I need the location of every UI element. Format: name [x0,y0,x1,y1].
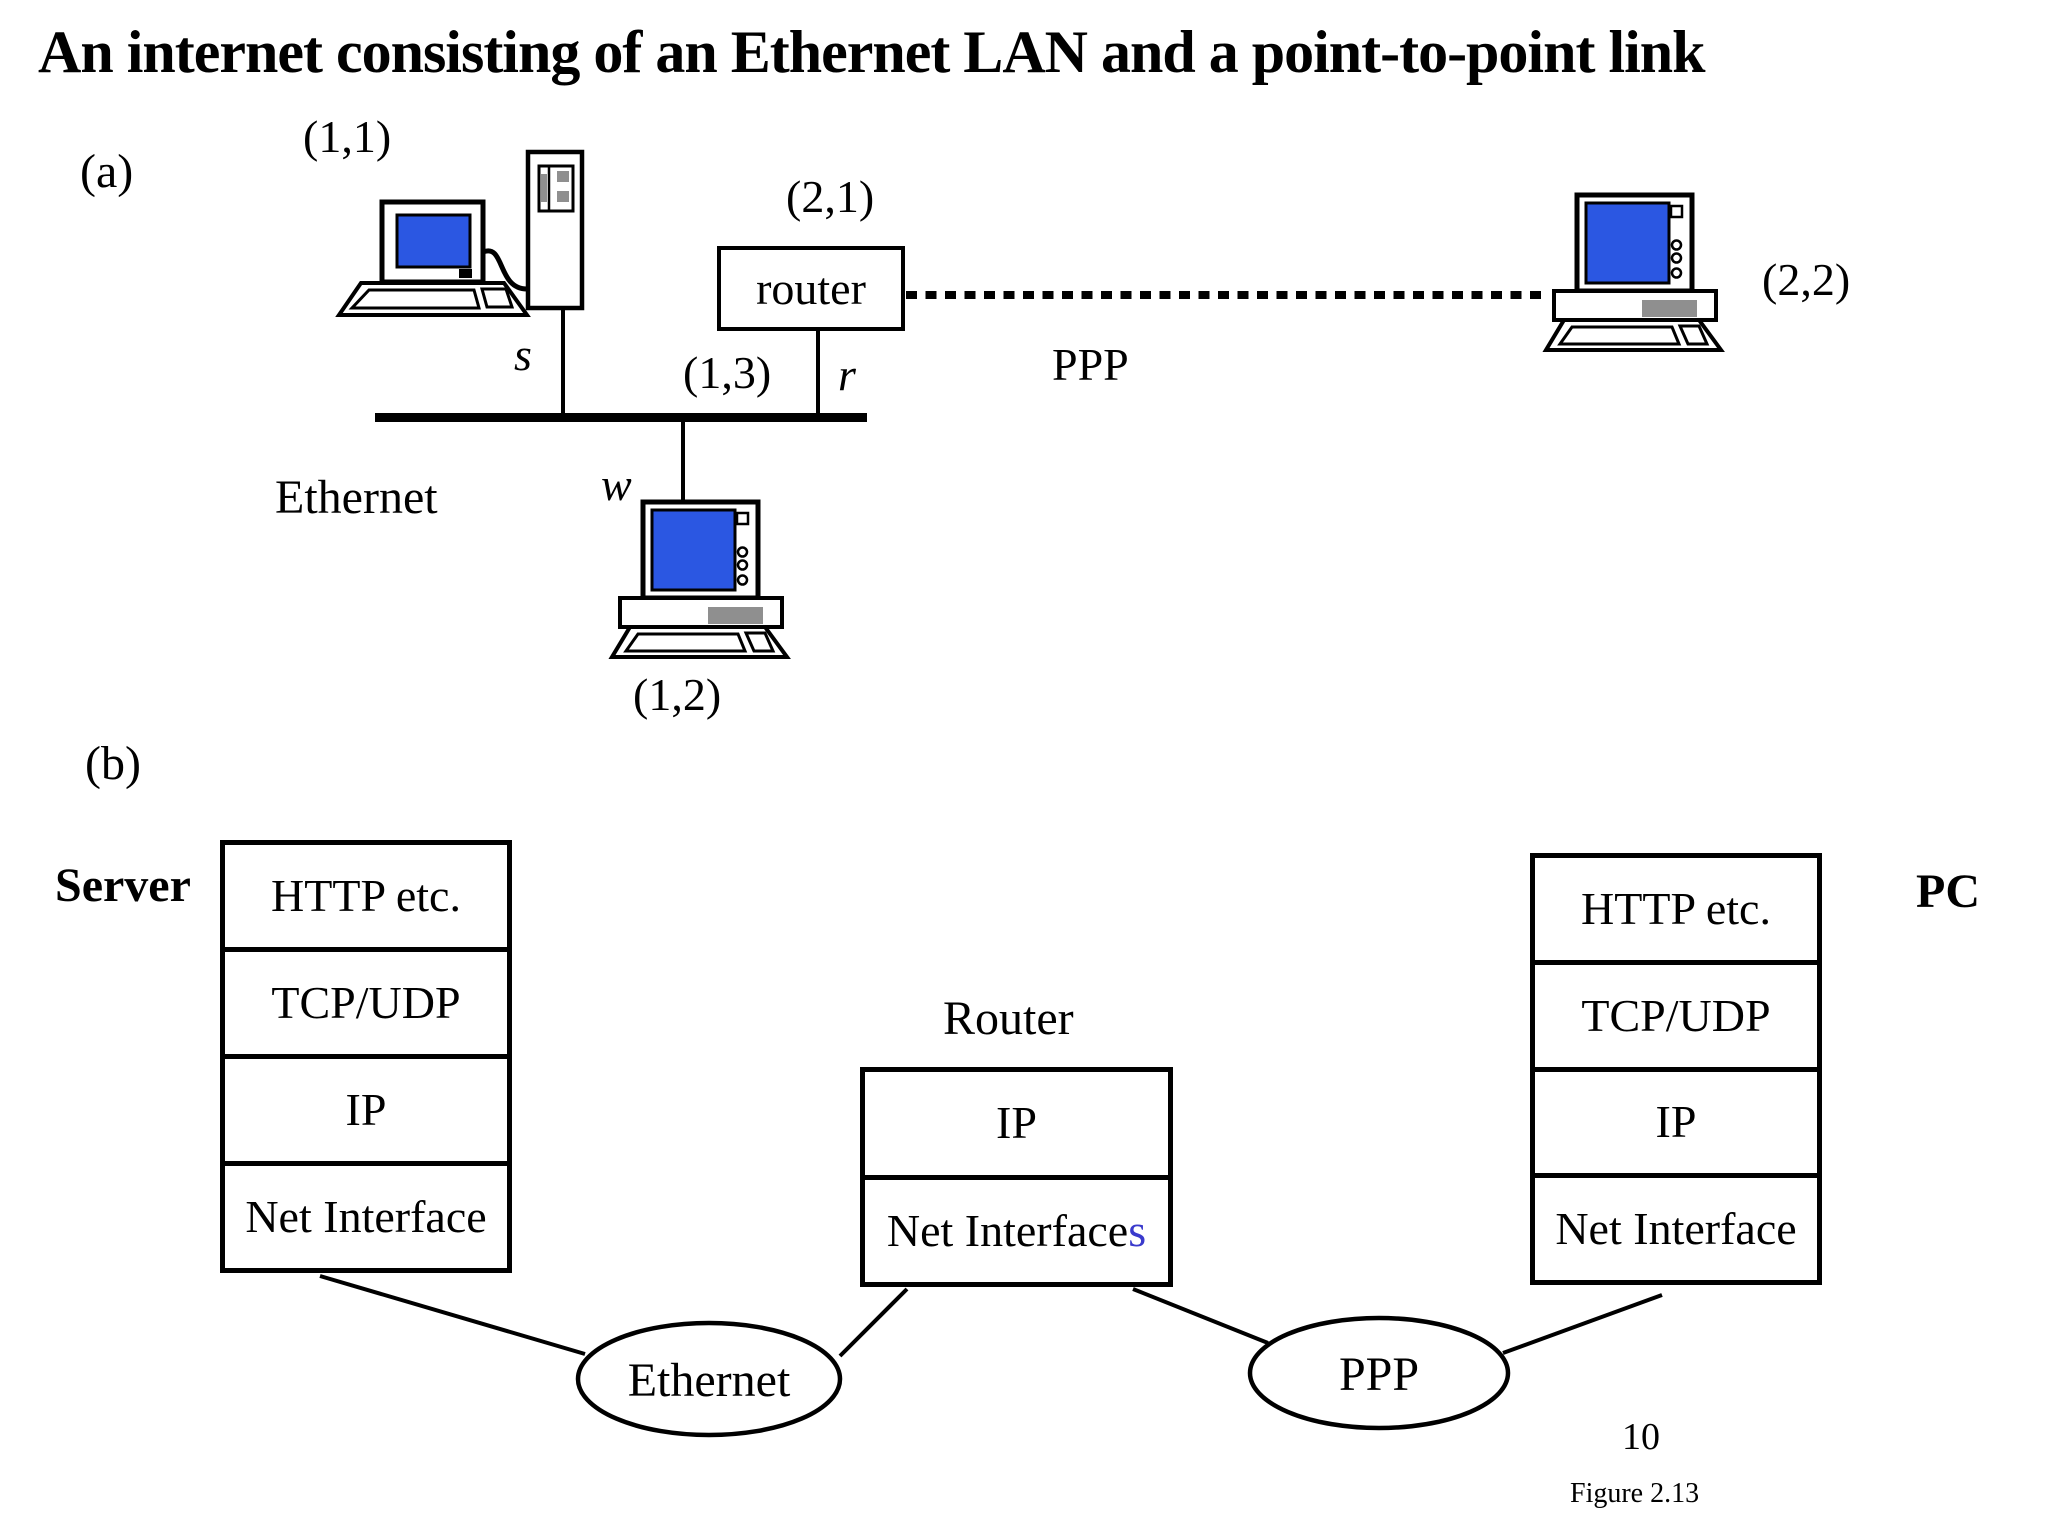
workstation-computer-icon [612,502,787,657]
pc-layer-ip: IP [1535,1066,1817,1174]
page-number: 10 [1622,1416,1660,1458]
ppp-ellipse [1247,1315,1511,1431]
router-interface-label: r [838,349,856,400]
router-node: router [717,246,905,331]
part-b-label: (b) [85,737,141,790]
ethernet-ellipse [575,1320,843,1438]
slide-title: An internet consisting of an Ethernet LA… [38,19,1706,85]
pc-address-label: (2,2) [1762,254,1851,305]
server-to-ethernet-line [319,1274,586,1356]
router-lan-address-label: (1,3) [683,347,772,398]
router-to-ppp-line [1132,1287,1269,1345]
workstation-address-label: (1,2) [633,669,722,720]
ethernet-ellipse-label: Ethernet [627,1354,791,1407]
ppp-link-label: PPP [1052,339,1129,390]
server-protocol-stack: HTTP etc. TCP/UDP IP Net Interface [220,840,512,1273]
router-net-interface-plural-suffix: s [1128,1204,1147,1256]
server-layer-tcp-udp: TCP/UDP [225,947,507,1054]
router-address-label: (2,1) [786,171,875,222]
pc-computer-icon [1546,195,1721,350]
pc-layer-net-interface: Net Interface [1535,1173,1817,1280]
pc-layer-tcp-udp: TCP/UDP [1535,959,1817,1067]
router-stack-title: Router [943,992,1074,1045]
figure-caption: Figure 2.13 [1570,1478,1700,1509]
server-interface-label: s [514,329,532,380]
workstation-interface-label: w [601,459,632,510]
pc-stack-title: PC [1916,865,1980,918]
ppp-to-pc-line [1502,1293,1663,1355]
ethernet-to-router-line [838,1287,909,1358]
ethernet-lan-label: Ethernet [275,471,438,524]
server-layer-ip: IP [225,1054,507,1161]
part-a-label: (a) [80,145,134,198]
router-net-interface-text: Net Interface [886,1204,1129,1256]
pc-layer-http: HTTP etc. [1581,882,1771,934]
ppp-ellipse-label: PPP [1338,1348,1420,1401]
router-layer-ip: IP [996,1097,1037,1149]
server-address-label: (1,1) [303,111,392,162]
server-computer-icon [335,149,585,317]
server-layer-http: HTTP etc. [271,870,461,921]
pc-protocol-stack: HTTP etc. TCP/UDP IP Net Interface [1530,853,1822,1285]
server-stack-title: Server [55,859,191,912]
server-layer-net-interface: Net Interface [225,1161,507,1268]
router-node-label: router [756,263,866,314]
